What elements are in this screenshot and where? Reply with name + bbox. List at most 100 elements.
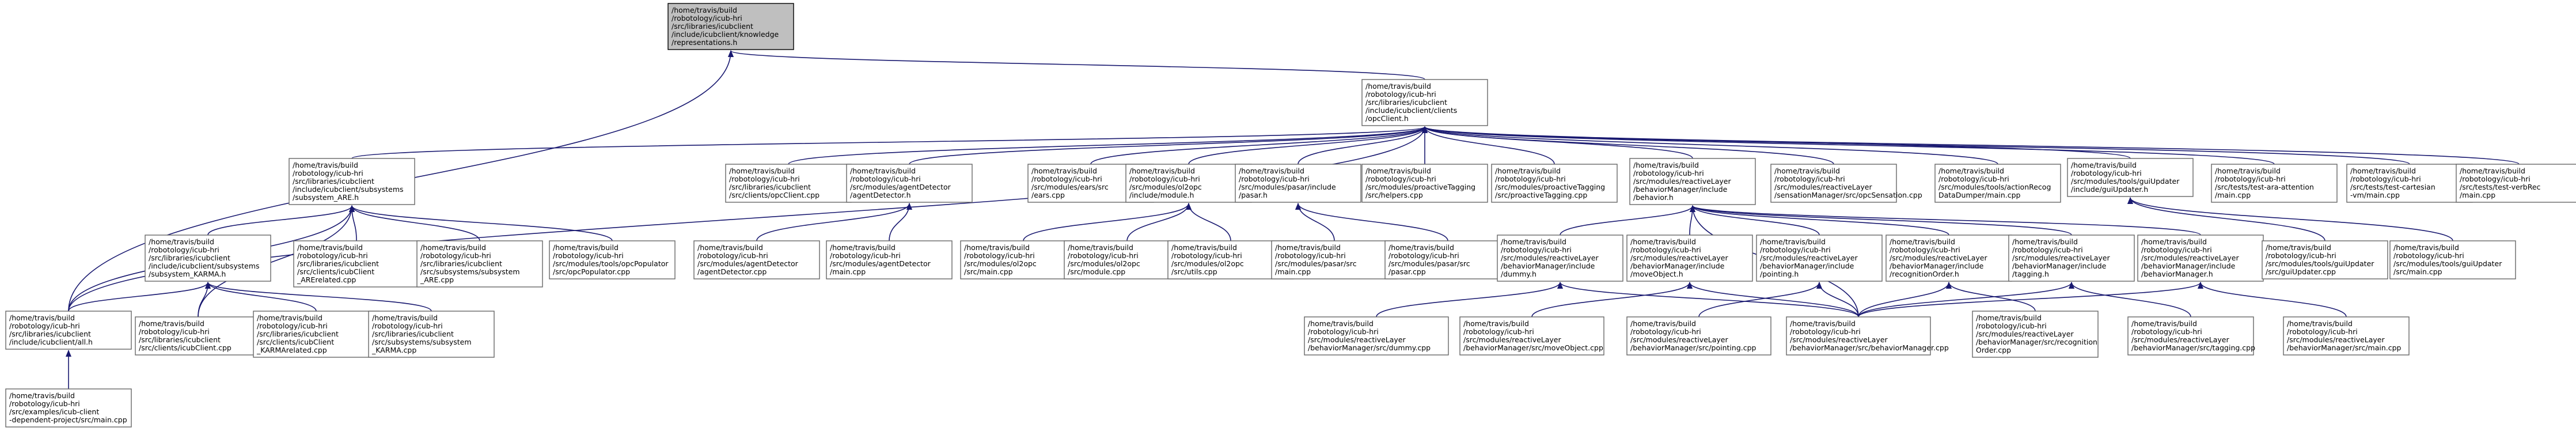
node-label-line: /behaviorManager/include xyxy=(1501,262,1595,270)
file-node-recog_h[interactable]: /home/travis/build/robotology/icub-hri/s… xyxy=(1885,235,2012,282)
node-label-line: /home/travis/build xyxy=(1275,243,1341,252)
file-node-opc[interactable]: /home/travis/build/robotology/icub-hri/s… xyxy=(1361,79,1488,126)
edge-tagging_cpp-to-tagging_h xyxy=(2069,282,2191,317)
node-label-line: /main.cpp xyxy=(830,267,866,276)
edge-karma-to-are xyxy=(207,205,355,236)
node-box xyxy=(1497,235,1623,282)
file-node-agentdet_h[interactable]: /home/travis/build/robotology/icub-hri/s… xyxy=(846,164,973,203)
node-label-line: /include/icubclient/all.h xyxy=(9,338,93,346)
node-box xyxy=(2137,235,2264,282)
edge-dummy_cpp-to-dummy_h xyxy=(1376,282,1563,317)
node-box xyxy=(725,164,852,203)
node-label-line: /src/modules/ol2opc xyxy=(1171,259,1244,268)
file-node-bm_cpp[interactable]: /home/travis/build/robotology/icub-hri/s… xyxy=(1786,316,1949,356)
file-node-dummy_cpp[interactable]: /home/travis/build/robotology/icub-hri/s… xyxy=(1304,316,1449,356)
node-label-line: /robotology/icub-hri xyxy=(729,175,800,183)
node-box xyxy=(2456,164,2576,203)
file-node-all_h[interactable]: /home/travis/build/robotology/icub-hri/s… xyxy=(5,311,132,350)
file-node-pointing_h[interactable]: /home/travis/build/robotology/icub-hri/s… xyxy=(1756,235,1883,282)
edge-tagging_h-to-behavior_h xyxy=(1690,205,2072,236)
node-label-line: /src/module.cpp xyxy=(1068,267,1125,276)
file-node-pt_helpers[interactable]: /home/travis/build/robotology/icub-hri/s… xyxy=(1361,164,1488,203)
node-label-line: /src/libraries/icubclient xyxy=(1365,98,1447,107)
file-node-are_related[interactable]: /home/travis/build/robotology/icub-hri/s… xyxy=(293,240,420,288)
node-label-line: /include/module.h xyxy=(1129,191,1194,199)
file-node-moveobj_h[interactable]: /home/travis/build/robotology/icub-hri/s… xyxy=(1626,235,1753,282)
edge-pasar_h-to-opc xyxy=(1298,126,1428,165)
file-node-pt_cpp[interactable]: /home/travis/build/robotology/icub-hri/s… xyxy=(1491,164,1618,203)
edge-bm_cpp-to-tagging_h xyxy=(1858,282,2074,317)
file-node-dummy_h[interactable]: /home/travis/build/robotology/icub-hri/s… xyxy=(1497,235,1623,282)
node-box xyxy=(135,316,261,356)
file-node-moveobj_cpp[interactable]: /home/travis/build/robotology/icub-hri/s… xyxy=(1459,316,1604,356)
file-node-karma_cpp[interactable]: /home/travis/build/robotology/icub-hri/s… xyxy=(368,311,495,358)
file-node-are[interactable]: /home/travis/build/robotology/icub-hri/s… xyxy=(289,158,415,205)
node-label-line: /robotology/icub-hri xyxy=(1171,251,1242,260)
node-label-line: /behaviorManager/include xyxy=(1630,262,1725,270)
file-node-karma_related[interactable]: /home/travis/build/robotology/icub-hri/s… xyxy=(253,311,380,358)
node-label-line: _KARMArelated.cpp xyxy=(256,346,327,354)
file-node-behavior_h[interactable]: /home/travis/build/robotology/icub-hri/s… xyxy=(1629,158,1756,205)
file-node-actionrecog[interactable]: /home/travis/build/robotology/icub-hri/s… xyxy=(1934,164,2061,203)
node-label-line: /robotology/icub-hri xyxy=(149,245,219,254)
file-node-opcclientcpp[interactable]: /home/travis/build/robotology/icub-hri/s… xyxy=(725,164,852,203)
node-box xyxy=(5,311,132,350)
file-node-bm_h[interactable]: /home/travis/build/robotology/icub-hri/s… xyxy=(2137,235,2264,282)
node-label-line: /src/subsystems/subsystem xyxy=(420,267,520,276)
file-node-opcpop[interactable]: /home/travis/build/robotology/icub-hri/s… xyxy=(549,240,676,279)
node-label-line: /home/travis/build xyxy=(1365,82,1431,90)
file-node-icubclient_cpp[interactable]: /home/travis/build/robotology/icub-hri/s… xyxy=(135,316,261,356)
file-node-agentdet_cpp[interactable]: /home/travis/build/robotology/icub-hri/s… xyxy=(693,240,820,279)
file-node-test_cart[interactable]: /home/travis/build/robotology/icub-hri/s… xyxy=(2346,164,2473,203)
file-node-are_cpp[interactable]: /home/travis/build/robotology/icub-hri/s… xyxy=(416,240,543,288)
file-node-agentdet_main[interactable]: /home/travis/build/robotology/icub-hri/s… xyxy=(826,240,953,279)
node-label-line: /robotology/icub-hri xyxy=(830,251,901,260)
file-node-test_verb[interactable]: /home/travis/build/robotology/icub-hri/s… xyxy=(2456,164,2576,203)
file-node-pasar_cpp[interactable]: /home/travis/build/robotology/icub-hri/s… xyxy=(1384,240,1511,279)
edge-bm_cpp-to-moveobj_h xyxy=(1687,282,1859,317)
file-node-pointing_cpp[interactable]: /home/travis/build/robotology/icub-hri/s… xyxy=(1626,316,1771,356)
node-label-line: /robotology/icub-hri xyxy=(2215,175,2286,183)
node-box xyxy=(2067,158,2194,197)
file-node-pasar_main[interactable]: /home/travis/build/robotology/icub-hri/s… xyxy=(1271,240,1398,279)
node-label-line: /dummy.h xyxy=(1501,270,1537,278)
file-node-ol2opc_h[interactable]: /home/travis/build/robotology/icub-hri/s… xyxy=(1125,164,1252,203)
file-node-tagging_h[interactable]: /home/travis/build/robotology/icub-hri/s… xyxy=(2008,235,2135,282)
file-node-recog_cpp[interactable]: /home/travis/build/robotology/icub-hri/s… xyxy=(1972,311,2099,358)
edge-karma_related-to-karma xyxy=(205,282,317,312)
node-label-line: /pasar.cpp xyxy=(1388,267,1426,276)
file-node-gui_cpp[interactable]: /home/travis/build/robotology/icub-hri/s… xyxy=(2262,240,2388,279)
file-node-gui_main[interactable]: /home/travis/build/robotology/icub-hri/s… xyxy=(2389,240,2516,279)
node-label-line: /robotology/icub-hri xyxy=(1495,175,1566,183)
file-node-bm_main[interactable]: /home/travis/build/robotology/icub-hri/s… xyxy=(2283,316,2410,356)
node-label-line: /main.cpp xyxy=(2460,191,2495,199)
node-label-line: /src/libraries/icubclient xyxy=(293,177,374,186)
node-label-line: -vm/main.cpp xyxy=(2350,191,2400,199)
node-label-line: /src/proactiveTagging.cpp xyxy=(1495,191,1587,199)
node-label-line: /home/travis/build xyxy=(372,313,438,322)
file-node-karma[interactable]: /home/travis/build/robotology/icub-hri/s… xyxy=(145,235,271,282)
node-box xyxy=(2127,316,2254,356)
node-label-line: /src/modules/tools/opcPopulator xyxy=(553,259,669,268)
node-label-line: /src/modules/reactiveLayer xyxy=(2141,254,2240,262)
node-label-line: /behaviorManager/include xyxy=(2141,262,2236,270)
node-box xyxy=(2389,240,2516,279)
node-label-line: /home/travis/build xyxy=(1308,319,1374,328)
edge-test_cart-to-opc xyxy=(1422,126,2410,165)
file-node-tagging_cpp[interactable]: /home/travis/build/robotology/icub-hri/s… xyxy=(2127,316,2255,356)
node-label-line: /robotology/icub-hri xyxy=(1630,245,1701,254)
file-node-pasar_h[interactable]: /home/travis/build/robotology/icub-hri/s… xyxy=(1235,164,1361,203)
node-label-line: /robotology/icub-hri xyxy=(964,251,1035,260)
file-node-sensation[interactable]: /home/travis/build/robotology/icub-hri/s… xyxy=(1770,164,1922,203)
node-label-line: /src/modules/tools/guiUpdater xyxy=(2071,177,2180,186)
node-label-line: /src/modules/reactiveLayer xyxy=(1890,254,1988,262)
file-node-example_main[interactable]: /home/travis/build/robotology/icub-hri/s… xyxy=(5,388,132,428)
node-label-line: /src/libraries/icubclient xyxy=(149,254,230,262)
file-node-guiupdater_h[interactable]: /home/travis/build/robotology/icub-hri/s… xyxy=(2067,158,2194,197)
edge-are-to-opc xyxy=(351,126,1428,159)
edge-bm_cpp-to-dummy_h xyxy=(1557,282,1859,317)
node-label-line: /src/modules/agentDetector xyxy=(850,183,951,191)
node-label-line: /src/main.cpp xyxy=(964,267,1013,276)
file-node-test_ara[interactable]: /home/travis/build/robotology/icub-hri/s… xyxy=(2211,164,2338,203)
node-box xyxy=(1361,79,1488,126)
